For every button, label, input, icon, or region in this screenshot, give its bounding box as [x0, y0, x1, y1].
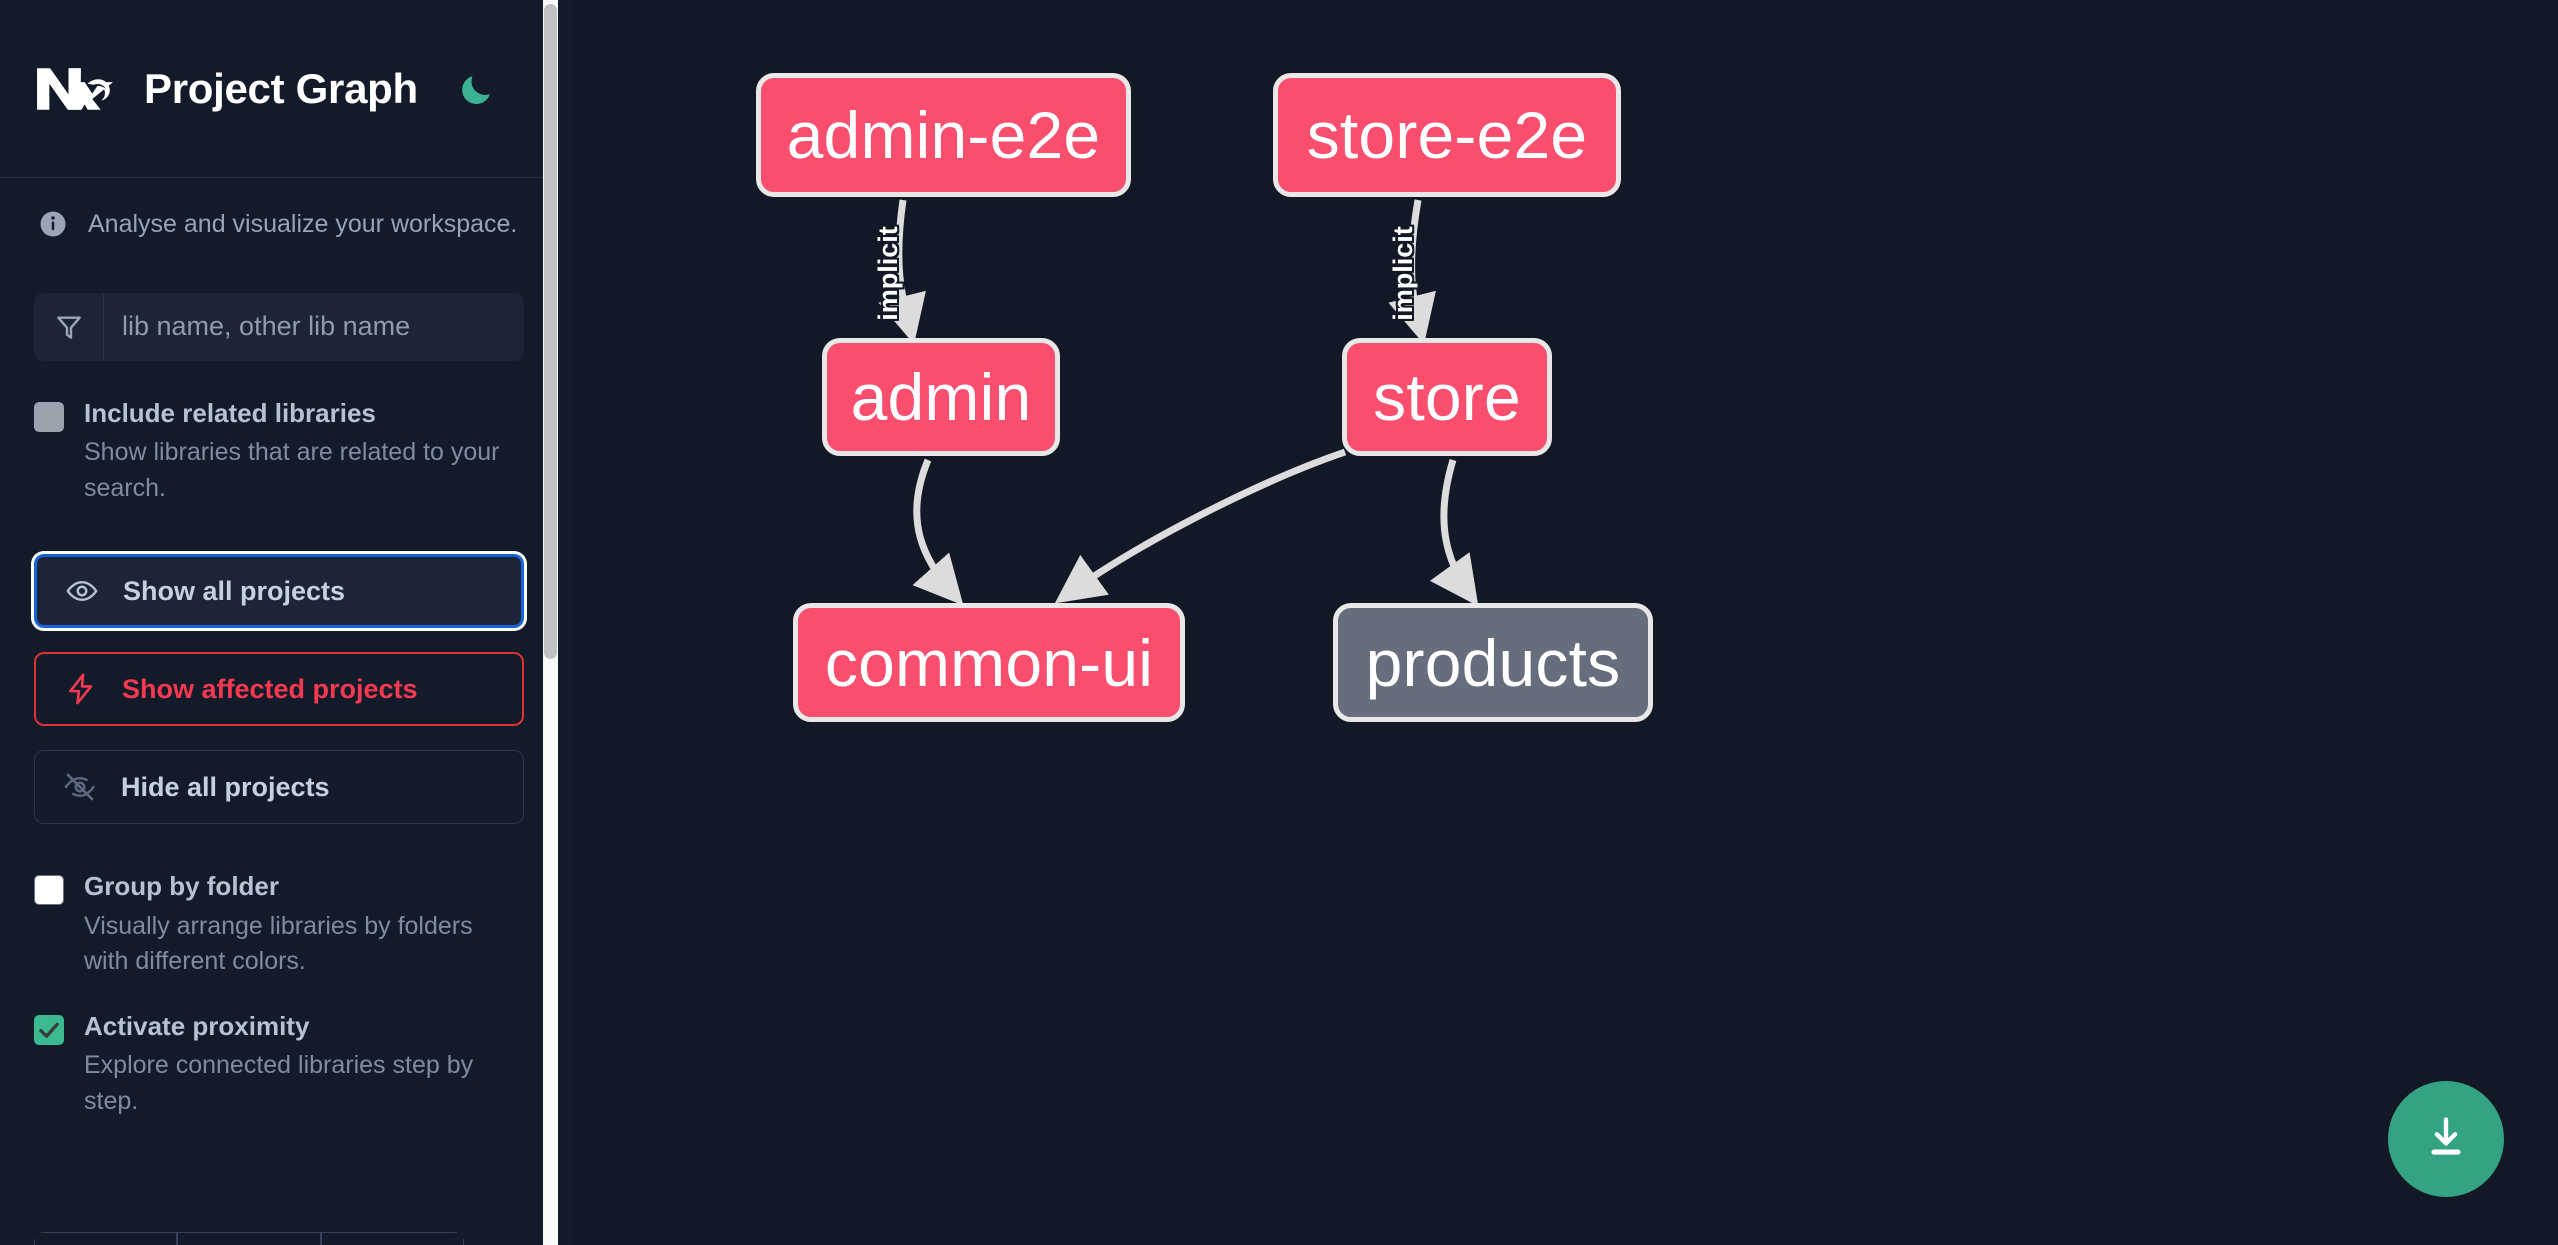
option-title-include-related-libraries: Include related libraries [84, 397, 376, 428]
show-affected-projects-label: Show affected projects [122, 673, 418, 704]
option-activate-proximity[interactable]: Activate proximity Explore connected lib… [0, 980, 558, 1120]
edge-store-to-products [1429, 458, 1479, 607]
search-box[interactable] [34, 292, 524, 361]
sidebar-content: Project Graph Analyse and visualize yo [0, 0, 558, 1245]
edge-label-store-implicit: implicit [1387, 226, 1418, 321]
option-desc-group-by-folder: Visually arrange libraries by folders wi… [84, 911, 473, 976]
graph-node-admin[interactable]: admin [822, 338, 1060, 456]
show-all-projects-label: Show all projects [123, 575, 346, 606]
project-visibility-buttons: Show all projects Show affected projects [34, 554, 524, 824]
sidebar-scrollbar-thumb[interactable] [544, 4, 557, 659]
eye-off-icon [63, 770, 97, 804]
tagline-text: Analyse and visualize your workspace. [88, 210, 518, 238]
nx-logo [34, 60, 126, 118]
proximity-step-button-1[interactable] [34, 1232, 178, 1245]
graph-node-store-e2e[interactable]: store-e2e [1273, 73, 1621, 197]
graph-canvas[interactable]: implicit implicit admin-e2e store-e2e ad… [573, 0, 2558, 1245]
graph-node-store[interactable]: store [1342, 338, 1552, 456]
lightning-icon [64, 672, 98, 706]
checkbox-activate-proximity[interactable] [34, 1014, 64, 1045]
moon-icon[interactable] [452, 65, 500, 113]
option-group-by-folder[interactable]: Group by folder Visually arrange librari… [0, 824, 558, 980]
page-title: Project Graph [144, 64, 418, 112]
eye-icon [65, 574, 99, 608]
show-affected-projects-button[interactable]: Show affected projects [34, 652, 524, 726]
checkbox-include-related-libraries[interactable] [34, 401, 64, 432]
edge-admin-to-common-ui [912, 458, 964, 606]
hide-all-projects-button[interactable]: Hide all projects [34, 750, 524, 824]
proximity-step-button-group[interactable] [34, 1232, 464, 1245]
tagline-row: Analyse and visualize your workspace. [0, 178, 558, 241]
sidebar-header: Project Graph [0, 0, 558, 178]
proximity-step-button-2[interactable] [177, 1232, 321, 1245]
option-title-activate-proximity: Activate proximity [84, 1010, 310, 1041]
option-desc-include-related-libraries: Show libraries that are related to your … [84, 438, 500, 502]
download-icon [2420, 1112, 2472, 1167]
sidebar-scrollbar[interactable] [543, 0, 558, 1245]
graph-node-products[interactable]: products [1333, 603, 1653, 722]
search-input[interactable] [104, 292, 524, 361]
edge-label-admin-implicit: implicit [872, 226, 903, 321]
graph-node-common-ui[interactable]: common-ui [793, 603, 1185, 722]
proximity-step-button-3[interactable] [320, 1232, 464, 1245]
option-title-group-by-folder: Group by folder [84, 871, 279, 901]
show-all-projects-button[interactable]: Show all projects [34, 554, 524, 628]
option-include-related-libraries[interactable]: Include related libraries Show libraries… [0, 361, 558, 507]
download-graph-button[interactable] [2388, 1081, 2504, 1197]
sidebar: Project Graph Analyse and visualize yo [0, 0, 573, 1245]
graph-node-admin-e2e[interactable]: admin-e2e [756, 73, 1131, 197]
hide-all-projects-label: Hide all projects [121, 771, 330, 802]
option-desc-activate-proximity: Explore connected libraries step by step… [84, 1051, 474, 1115]
edge-store-to-common-ui [1054, 448, 1347, 604]
info-icon [38, 209, 68, 239]
checkbox-group-by-folder[interactable] [34, 875, 64, 905]
filter-icon [34, 292, 104, 361]
